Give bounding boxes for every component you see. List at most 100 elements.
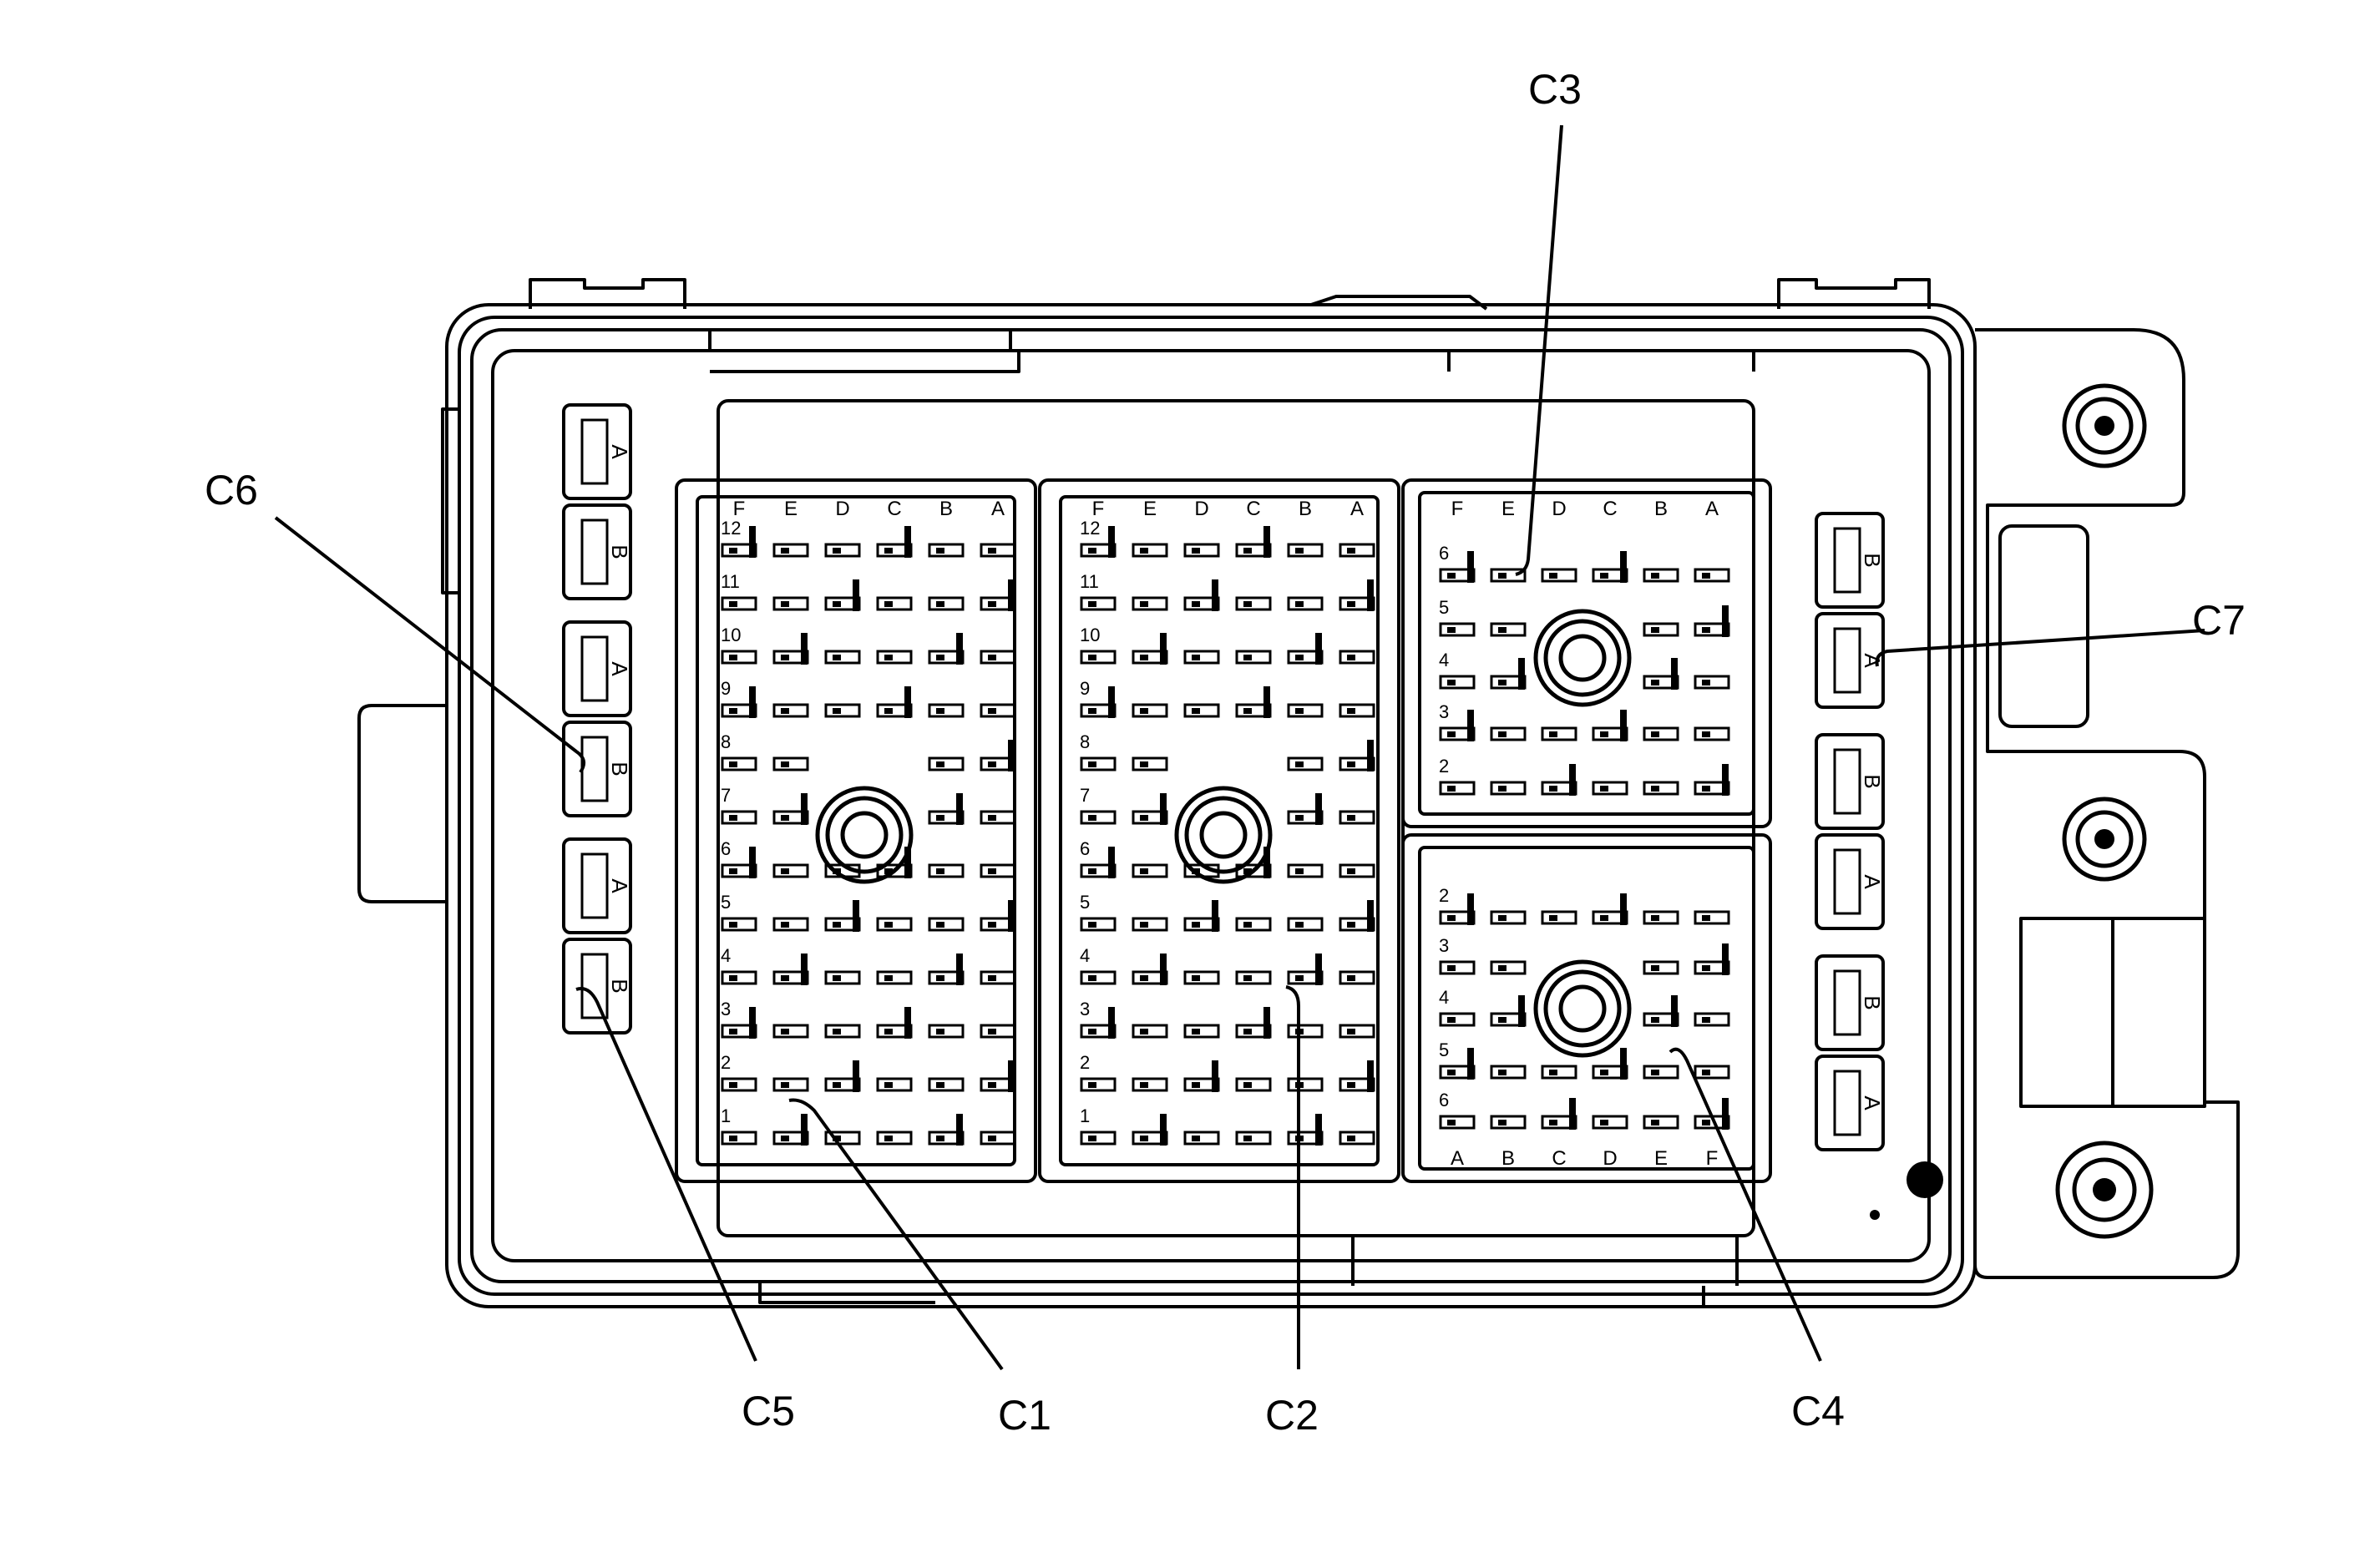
c1-terminal	[980, 970, 1016, 985]
c1-terminal	[980, 740, 1016, 771]
c2-terminal	[1080, 756, 1117, 771]
callout-c2: C2	[1265, 1392, 1319, 1439]
c3-terminal	[1592, 781, 1628, 796]
c3-terminal	[1694, 568, 1730, 583]
c2-terminal	[1287, 1114, 1324, 1146]
right-side-connector: A	[1815, 833, 1885, 930]
c1-terminal	[721, 526, 757, 558]
c4-terminal	[1694, 910, 1730, 925]
c3-terminal	[1541, 568, 1577, 583]
c3-column-label: B	[1654, 498, 1668, 520]
c2-terminal	[1183, 1131, 1220, 1146]
top-tab-left	[529, 278, 686, 309]
c1-terminal	[721, 1131, 757, 1146]
c4-column-label: E	[1654, 1147, 1668, 1170]
c2-terminal	[1339, 1131, 1375, 1146]
c1-terminal	[824, 1131, 861, 1146]
c3-terminal	[1694, 675, 1730, 690]
c1-terminal	[928, 863, 965, 878]
c1-column-label: B	[939, 498, 953, 520]
leader-line-c6	[274, 516, 585, 774]
c3-row-label: 6	[1439, 543, 1449, 564]
c1-terminal	[721, 970, 757, 985]
c2-terminal	[1235, 526, 1272, 558]
c1-terminal	[772, 954, 809, 985]
stud-bottom-ring-outer	[2055, 1141, 2154, 1239]
c1-terminal	[928, 543, 965, 558]
c1-row-label: 6	[721, 838, 731, 859]
c2-column-label: A	[1350, 498, 1364, 520]
c1-terminal	[876, 1131, 913, 1146]
housing-inner-1	[458, 316, 1964, 1296]
c2-terminal	[1287, 596, 1324, 611]
left-side-connector: A	[562, 837, 632, 934]
c2-row-label: 9	[1080, 678, 1090, 699]
c1-terminal	[824, 1060, 861, 1092]
left-side-connector: A	[562, 620, 632, 717]
left-side-tab	[357, 704, 447, 903]
c2-terminal	[1339, 900, 1375, 932]
c1-row-label: 9	[721, 678, 731, 699]
c2-row-label: 2	[1080, 1052, 1090, 1073]
c2-terminal	[1183, 1060, 1220, 1092]
c4-terminal	[1694, 1012, 1730, 1027]
c1-terminal	[928, 756, 965, 771]
left-side-connector-label: A	[607, 444, 632, 459]
c2-terminal	[1080, 686, 1117, 718]
c2-terminal	[1132, 954, 1168, 985]
left-side-connector-label: B	[607, 761, 632, 776]
callout-c1: C1	[998, 1392, 1051, 1439]
top-rail-right	[1447, 349, 1755, 372]
c2-column-label: D	[1194, 498, 1208, 520]
left-side-connector-label: A	[607, 878, 632, 893]
c1-terminal	[721, 1077, 757, 1092]
left-side-connector-label: A	[607, 661, 632, 676]
bottom-foot-right	[1702, 1286, 1891, 1308]
bottom-foot-left	[758, 1282, 935, 1304]
terminal-cavities	[721, 526, 1730, 1146]
c2-row-label: 10	[1080, 625, 1100, 645]
connector-c4-boss-inner	[1558, 984, 1607, 1033]
c1-terminal	[721, 686, 757, 718]
top-rail-left	[708, 328, 1012, 351]
c3-terminal	[1541, 764, 1577, 796]
c1-terminal	[772, 1114, 809, 1146]
c1-terminal	[721, 650, 757, 665]
c2-terminal	[1183, 579, 1220, 611]
leader-line-c1	[788, 1098, 1004, 1371]
right-module-tab	[1998, 524, 2089, 728]
c2-terminal	[1287, 863, 1324, 878]
c2-terminal	[1183, 900, 1220, 932]
c3-terminal	[1643, 781, 1679, 796]
stud-top-ring-outer	[2062, 383, 2147, 468]
c1-terminal	[876, 526, 913, 558]
c2-terminal	[1287, 756, 1324, 771]
c3-column-label: A	[1705, 498, 1719, 520]
c1-terminal	[928, 793, 965, 825]
connector-c1-boss-outer	[815, 786, 914, 884]
c3-terminal	[1490, 622, 1527, 637]
c1-terminal	[772, 793, 809, 825]
c2-terminal	[1339, 703, 1375, 718]
c1-column-label: D	[835, 498, 849, 520]
connector-c4-boss-middle	[1543, 969, 1622, 1048]
connector-c2-frame	[1038, 478, 1400, 1183]
c4-terminal	[1592, 893, 1628, 925]
c4-terminal	[1490, 1115, 1527, 1130]
c1-row-label: 8	[721, 731, 731, 752]
c1-terminal	[980, 650, 1016, 665]
c4-terminal	[1439, 1115, 1476, 1130]
c1-terminal	[721, 596, 757, 611]
c3-column-label: F	[1451, 498, 1464, 520]
c2-row-label: 4	[1080, 945, 1090, 966]
c3-column-label: C	[1603, 498, 1617, 520]
c1-terminal	[876, 1077, 913, 1092]
c2-column-label: F	[1092, 498, 1105, 520]
c1-terminal	[824, 1024, 861, 1039]
c1-terminal	[876, 686, 913, 718]
c3-terminal	[1490, 658, 1527, 690]
right-side-connector: B	[1815, 512, 1885, 609]
c3-column-label: D	[1552, 498, 1566, 520]
c1-column-label: E	[784, 498, 798, 520]
